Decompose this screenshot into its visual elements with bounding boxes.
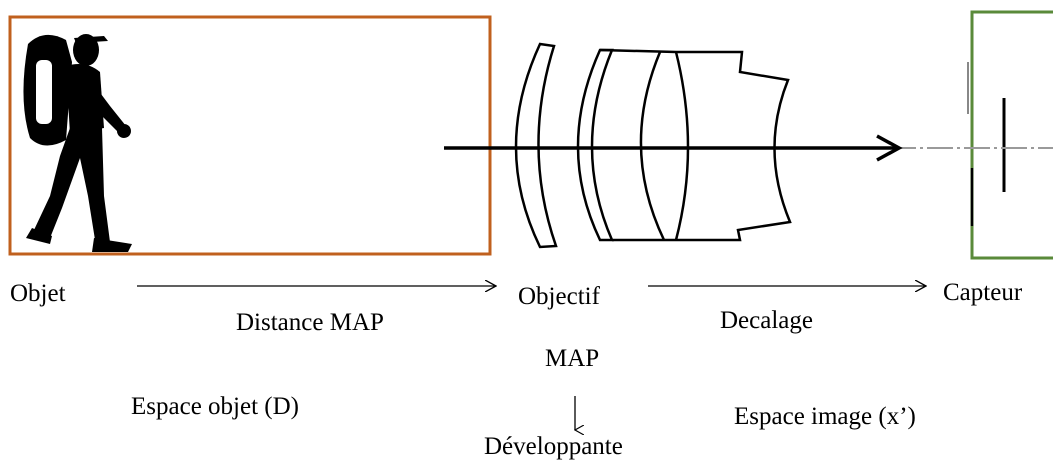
label-map: MAP xyxy=(545,345,600,372)
label-developpante: Développante xyxy=(484,433,623,460)
label-espace-objet: Espace objet (D) xyxy=(131,393,299,420)
label-objectif: Objectif xyxy=(518,283,600,310)
label-espace-image: Espace image (x’) xyxy=(734,403,916,430)
hiker-silhouette-icon xyxy=(23,34,132,252)
label-objet: Objet xyxy=(10,280,66,307)
sensor-frame xyxy=(970,10,1053,260)
lens-group-icon xyxy=(514,42,792,249)
object-frame xyxy=(8,15,492,256)
label-distance-map: Distance MAP xyxy=(236,309,384,336)
label-decalage: Decalage xyxy=(720,307,813,334)
label-capteur: Capteur xyxy=(943,279,1023,306)
light-ray-arrowhead xyxy=(876,134,903,162)
